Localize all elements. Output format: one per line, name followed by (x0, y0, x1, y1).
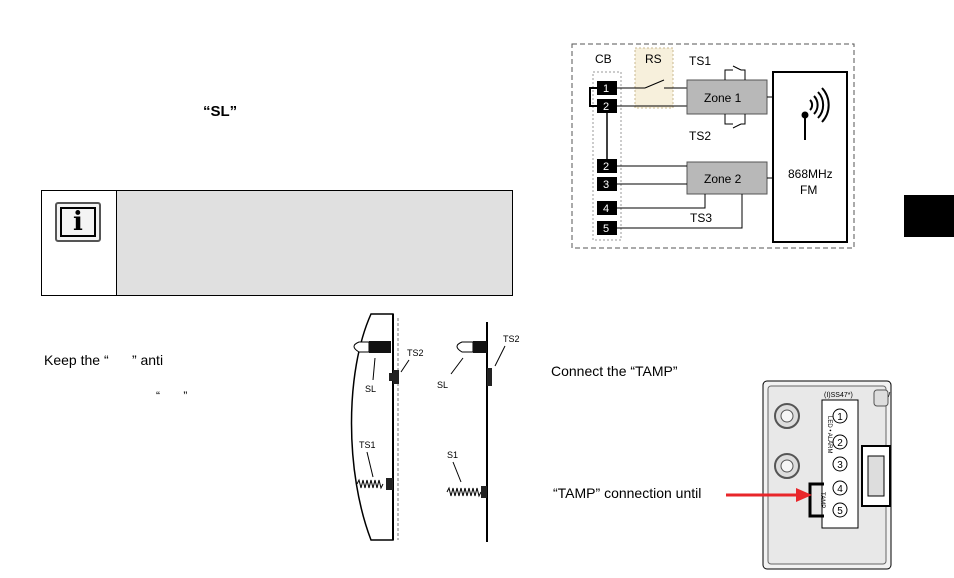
ts2-label: TS2 (689, 129, 711, 143)
info-box: i (41, 190, 513, 296)
ts2-label-b: TS2 (503, 334, 520, 344)
terminal-3 (597, 177, 617, 191)
pin-4 (832, 480, 848, 496)
terminal-2a (597, 99, 617, 113)
connect-tamp-text: Connect the “TAMP” (551, 363, 678, 379)
terminal-3-label: 3 (603, 179, 609, 191)
info-icon-glyph: i (60, 207, 96, 237)
board-side-label: LED • ALARM (826, 416, 832, 453)
pin-1 (832, 408, 848, 424)
terminal-2b-label: 2 (603, 161, 609, 173)
quote-text: “ ” (156, 389, 188, 403)
terminal-4-label: 4 (603, 203, 609, 215)
terminal-1 (597, 81, 617, 95)
info-icon: i (55, 202, 101, 242)
pin-2 (832, 434, 848, 450)
tamp-connection-text: “TAMP” connection until (553, 485, 702, 501)
terminal-2b (597, 159, 617, 173)
pin-3 (832, 456, 848, 472)
antenna-icon (801, 87, 830, 140)
sl-label-b: SL (437, 380, 448, 390)
cb-label: CB (595, 52, 612, 66)
pin-5 (832, 502, 848, 518)
terminal-1-label: 1 (603, 83, 609, 95)
mod-label: FM (800, 183, 817, 197)
diagram-border (571, 43, 855, 249)
terminal-4 (597, 201, 617, 215)
zone-1-label: Zone 1 (704, 91, 742, 105)
zone-2-label: Zone 2 (704, 172, 742, 186)
radio-module (772, 71, 848, 243)
board-illustration: (I)SS47*) SW 1 2 3 4 5 LED • ALARM TAMP (762, 380, 892, 570)
keep-text: Keep the “ ” anti (44, 352, 164, 368)
sl-label-a: SL (365, 384, 376, 394)
tamper-illustration: SL TS2 TS1 SL TS2 S1 (350, 313, 520, 542)
wiring-diagram: CB RS 1 2 2 3 4 5 Zone 1 TS1 TS2 Zone 2 … (571, 43, 855, 249)
sl-quote-text: “SL” (203, 103, 238, 120)
info-icon-cell: i (42, 191, 117, 295)
red-arrow-icon (726, 488, 812, 502)
s1-label: S1 (447, 450, 458, 460)
rs-area (634, 47, 674, 109)
pin-3-label: 3 (837, 460, 843, 471)
ts1-label: TS1 (689, 54, 711, 68)
terminal-5-label: 5 (603, 223, 609, 235)
pin-5-label: 5 (837, 506, 843, 517)
ts3-label: TS3 (690, 211, 712, 225)
section-tab (904, 195, 954, 237)
ts2-label-a: TS2 (407, 348, 424, 358)
pin-2-label: 2 (837, 438, 843, 449)
cb-column (592, 71, 622, 241)
terminal-5 (597, 221, 617, 235)
board-tamp-label: TAMP (819, 492, 825, 508)
rs-label: RS (645, 52, 662, 66)
pin-1-label: 1 (837, 412, 843, 423)
board-header-label: (I)SS47*) (824, 392, 853, 399)
ts1-label-tamper: TS1 (359, 440, 376, 450)
pin-4-label: 4 (837, 484, 843, 495)
tamp-jumper (808, 482, 824, 518)
freq-label: 868MHz (788, 167, 833, 181)
terminal-2a-label: 2 (603, 101, 609, 113)
zone-2-box (686, 161, 768, 195)
